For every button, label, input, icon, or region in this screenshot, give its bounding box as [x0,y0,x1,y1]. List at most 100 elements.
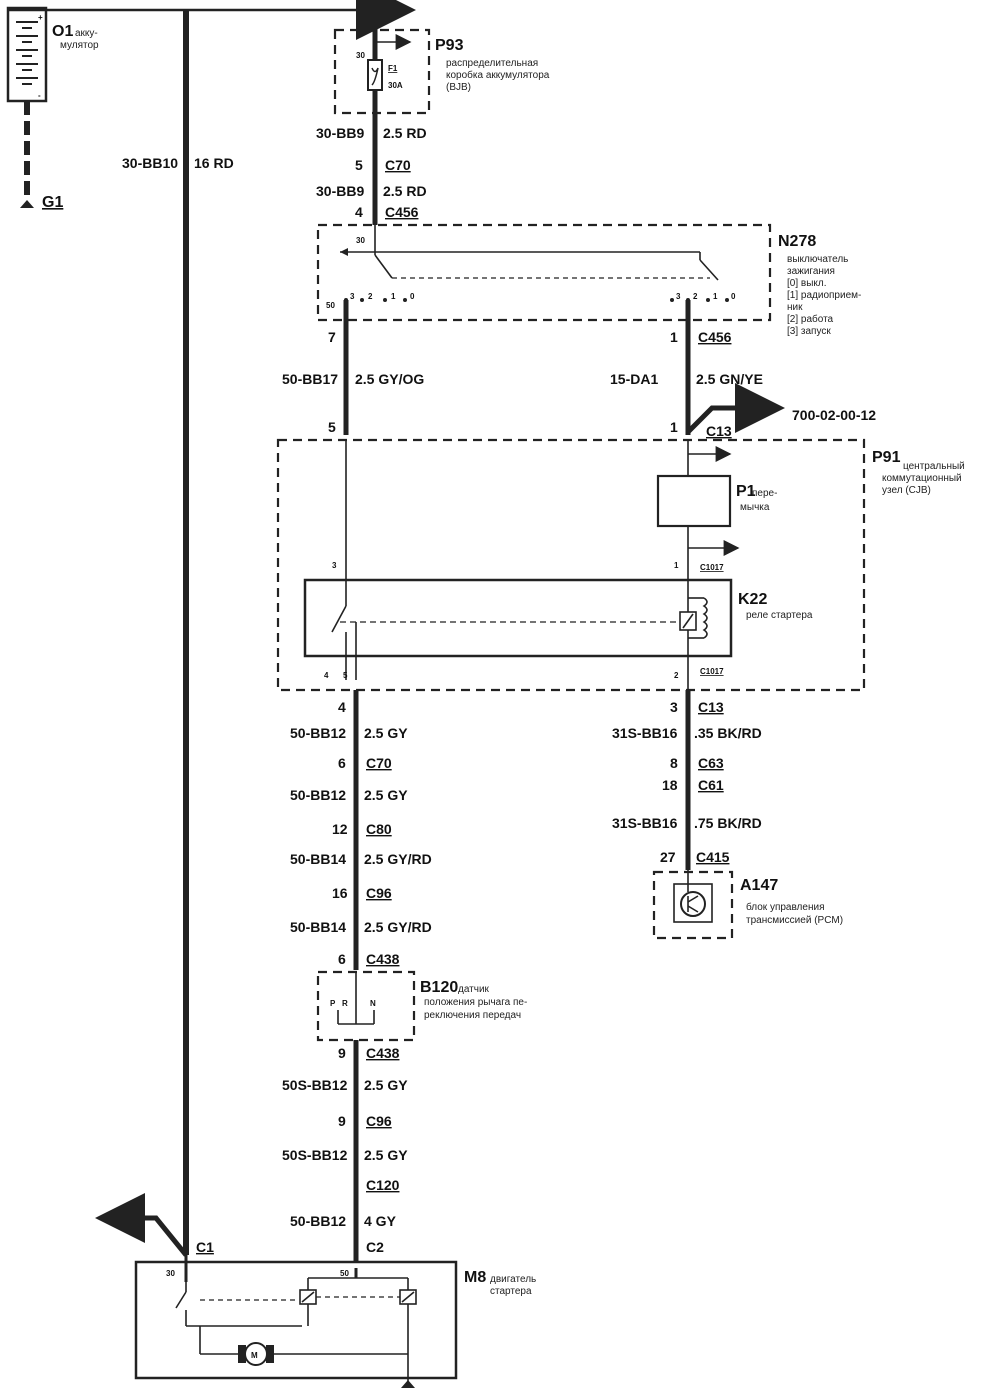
m8-ref: M8 [464,1269,486,1286]
c61-name: C61 [698,777,724,793]
p91-desc-3: узел (CJB) [882,485,931,496]
wire-31sbb16a-spec: .35 BK/RD [694,725,762,741]
motor-ground-icon [401,1380,415,1388]
wire-30bb10-spec: 16 RD [194,155,234,171]
m8-pin-30: 30 [166,1269,175,1278]
c63-name: C63 [698,755,724,771]
n278-right-pos-0: 0 [731,292,736,301]
p93-ref: P93 [435,37,464,54]
n278-ref: N278 [778,233,816,250]
n278-left-pos-1: 1 [391,292,396,301]
c13-bot-r-pin: 3 [670,699,678,715]
b120-pos-r: R [342,999,348,1008]
n278-left-pos-2: 2 [368,292,373,301]
n278-right-pos-3: 3 [676,292,681,301]
wire-50bb12c-id: 50-BB12 [290,1213,346,1229]
wire-31sbb16b-spec: .75 BK/RD [694,815,762,831]
c456a-pin: 4 [355,204,363,220]
wire-50bb12a-spec: 2.5 GY [364,725,408,741]
n278-left-pos-0: 0 [410,292,415,301]
crossref-label: 700-02-00-12 [792,407,876,423]
c96b-name: C96 [366,1113,392,1129]
jumper-p1 [656,474,732,528]
fuse-icon [367,59,383,91]
wire-31sbb16a-id: 31S-BB16 [612,725,678,741]
c96b-pin: 9 [338,1113,346,1129]
n278-desc-5: ник [787,302,803,313]
pcm-a147: A147 блок управления трансмиссией (PCM) [652,870,843,940]
c13-top-r-pin: 1 [670,419,678,435]
c438b-pin: 9 [338,1045,346,1061]
wire-31sbb16b-id: 31S-BB16 [612,815,678,831]
c96a-name: C96 [366,885,392,901]
b120-desc-1: датчик [458,984,490,995]
p1-ref: P1 [736,483,756,500]
n278-desc-3: [0] выкл. [787,278,827,289]
battery-desc-1: акку- [75,28,98,39]
c13-top-l-pin: 5 [328,419,336,435]
c70a-pin: 5 [355,157,363,173]
n278-right-pos-2: 2 [693,292,698,301]
a147-ref: A147 [740,877,778,894]
k22-desc: реле стартера [746,610,813,621]
k22-pin-5: 5 [343,671,348,680]
p93-desc-2: коробка аккумулятора [446,69,550,81]
c415-name: C415 [696,849,730,865]
c61-pin: 18 [662,777,678,793]
a147-desc-1: блок управления [746,901,824,913]
p91-desc-2: коммутационный [882,473,962,484]
wire-50bb12b-id: 50-BB12 [290,787,346,803]
c438b-name: C438 [366,1045,400,1061]
fuse-rating: 30A [388,81,403,90]
c1017-top-name: C1017 [700,563,724,572]
m8-desc-2: стартера [490,1286,532,1297]
p93-desc-3: (BJB) [446,82,471,93]
wire-50bb12a-id: 50-BB12 [290,725,346,741]
c70b-name: C70 [366,755,392,771]
p93-desc-1: распределительная [446,58,538,69]
svg-text:+: + [38,13,43,22]
n278-desc-7: [3] запуск [787,326,831,337]
m8-pin-50: 50 [340,1269,349,1278]
c456r-name: C456 [698,329,732,345]
starter-motor-m8: 30 50 M M8 двигатель стартера [134,1255,536,1388]
c70b-pin: 6 [338,755,346,771]
c13-bot-r-name: C13 [698,699,724,715]
fuse-box-p93: 30 F1 30A P93 распределительная коробка … [333,10,550,225]
wire-50sbb12a-id: 50S-BB12 [282,1077,348,1093]
wire-50bb14b-id: 50-BB14 [290,919,346,935]
wire-30bb9b-spec: 2.5 RD [383,183,427,199]
ground-icon [20,200,34,208]
ground-ref: G1 [42,194,63,211]
b120-desc-2: положения рычага пе- [424,997,527,1008]
c415-pin: 27 [660,849,676,865]
wire-30bb9a-spec: 2.5 RD [383,125,427,141]
branch-arrow-icon [95,1193,188,1257]
c456a-name: C456 [385,204,419,220]
a147-desc-2: трансмиссией (PCM) [746,915,843,926]
fuse-ref: F1 [388,64,398,73]
wire-15da1-spec: 2.5 GN/YE [696,371,763,387]
n278-desc-1: выключатель [787,254,848,265]
c120-name: C120 [366,1177,400,1193]
transistor-icon [680,891,706,917]
wire-15da1-id: 15-DA1 [610,371,658,387]
battery-desc-2: мулятор [60,40,99,51]
n278-desc-2: зажигания [787,266,835,277]
p91-ref: P91 [872,449,901,466]
m8-desc-1: двигатель [490,1274,536,1285]
n278-desc-6: [2] работа [787,313,834,325]
c1017-bot-pin: 2 [674,671,679,680]
c2-name: C2 [366,1239,384,1255]
c438a-name: C438 [366,951,400,967]
battery-ref: O1 [52,23,73,40]
wire-50bb14a-spec: 2.5 GY/RD [364,851,432,867]
c1017-top-pin: 1 [674,561,679,570]
n278-pin-out: 50 [326,301,335,310]
c13-bot-l-pin: 4 [338,699,346,715]
n278-desc-4: [1] радиоприем- [787,290,861,301]
b120-pos-n: N [370,999,376,1008]
crossref-arrow-icon [686,383,785,434]
svg-text:M: M [251,1351,258,1360]
